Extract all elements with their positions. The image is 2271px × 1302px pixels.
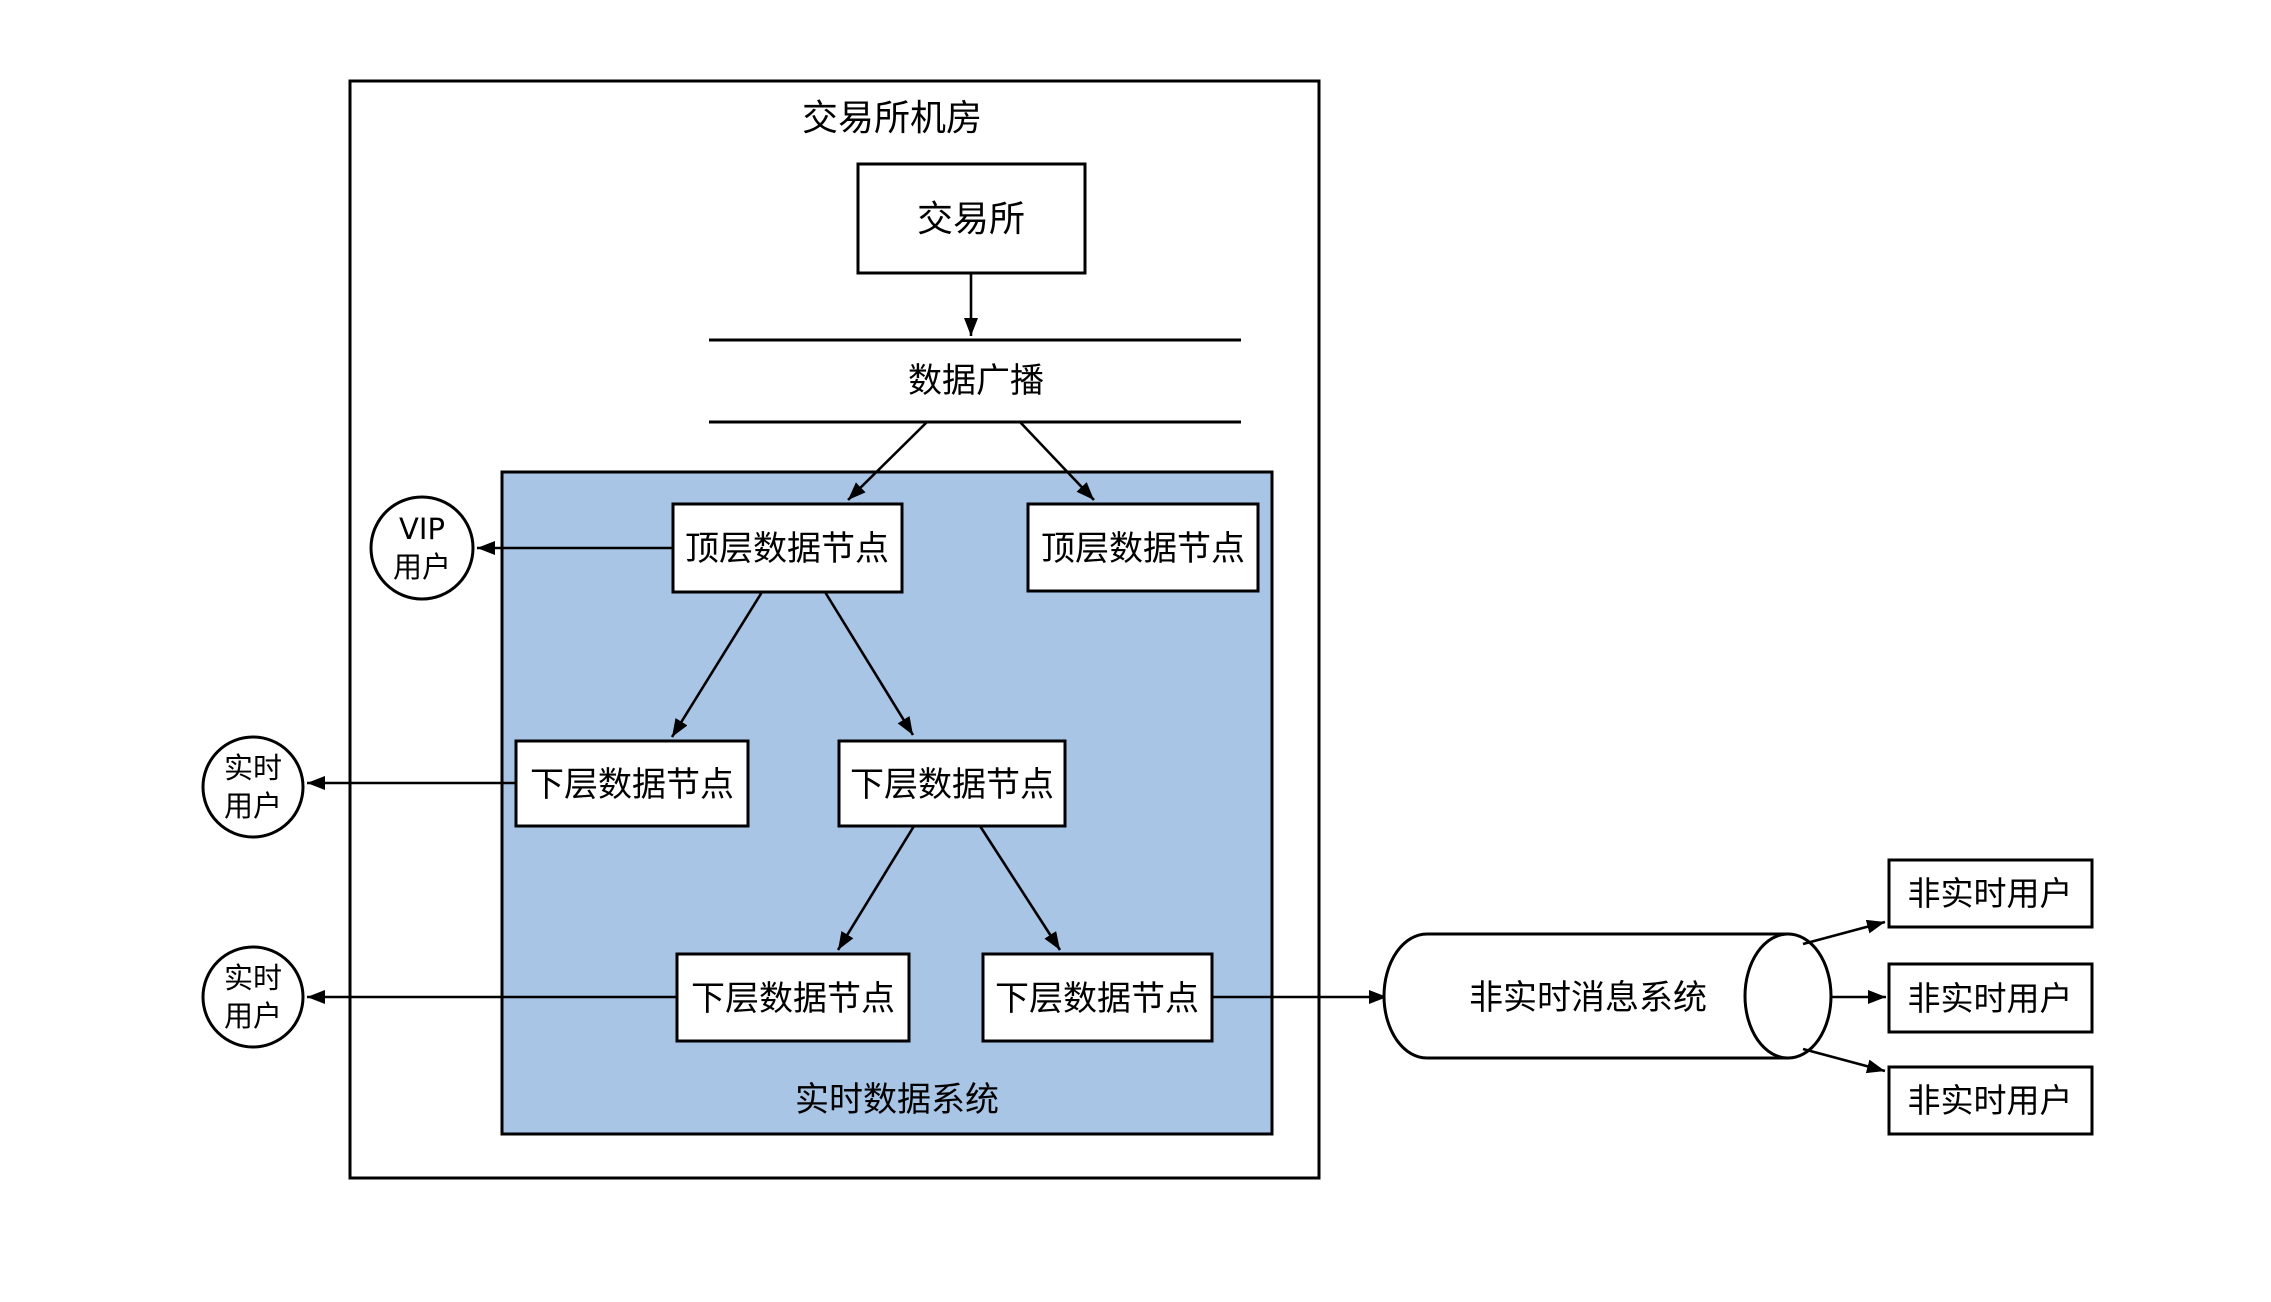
arrow-top-node-1-to-lower-node-2 — [823, 591, 915, 736]
top-node-1-label: 顶层数据节点 — [685, 529, 889, 569]
realtime-system-label: 实时数据系统 — [795, 1080, 999, 1120]
non-realtime-user-3-box — [1887, 1065, 2094, 1136]
realtime-user-2-label-line1: 实时 — [224, 961, 282, 995]
broadcast-group: 数据广播 — [709, 338, 1241, 424]
realtime-user-2-circle — [201, 945, 305, 1049]
lower-node-4: 下层数据节点 — [981, 952, 1214, 1043]
exchange-node: 交易所 — [856, 162, 1087, 275]
top-node-1: 顶层数据节点 — [671, 502, 904, 594]
non-realtime-user-3: 非实时用户 — [1887, 1065, 2094, 1136]
lower-node-4-label: 下层数据节点 — [995, 979, 1199, 1019]
lower-node-1-label: 下层数据节点 — [530, 765, 734, 805]
exchange-label: 交易所 — [917, 199, 1025, 240]
arrow-lower-node-2-to-lower-node-4 — [978, 825, 1062, 951]
message-system-label: 非实时消息系统 — [1469, 978, 1707, 1018]
arrow-lower-node-2-to-lower-node-3 — [836, 825, 916, 951]
non-realtime-user-3-label: 非实时用户 — [1908, 1081, 2073, 1120]
top-node-2-label: 顶层数据节点 — [1041, 529, 1245, 569]
arrow-message-system-to-non-realtime-user-3 — [1802, 1047, 1886, 1074]
realtime-user-1: 实时 用户 — [201, 735, 305, 839]
message-system-cylinder-cap — [1743, 932, 1833, 1060]
non-realtime-user-2: 非实时用户 — [1887, 962, 2094, 1034]
message-system: 非实时消息系统 — [1382, 932, 1833, 1060]
lower-node-2-box — [837, 739, 1067, 828]
arrow-broadcast-to-top-node-1 — [847, 421, 928, 501]
non-realtime-user-1-label: 非实时用户 — [1908, 874, 2073, 913]
lower-node-1: 下层数据节点 — [514, 739, 750, 828]
broadcast-label: 数据广播 — [908, 361, 1044, 401]
top-node-2: 顶层数据节点 — [1026, 502, 1260, 593]
vip-user-label-line2: 用户 — [393, 550, 451, 584]
vip-user: VIP 用户 — [369, 495, 475, 601]
non-realtime-user-2-box — [1887, 962, 2094, 1034]
non-realtime-user-1: 非实时用户 — [1887, 858, 2094, 929]
message-system-cylinder-body — [1382, 932, 1790, 1060]
non-realtime-user-1-box — [1887, 858, 2094, 929]
lower-node-3-box — [675, 952, 911, 1043]
realtime-user-1-label-line2: 用户 — [224, 789, 282, 823]
realtime-user-1-circle — [201, 735, 305, 839]
realtime-user-2: 实时 用户 — [201, 945, 305, 1049]
exchange-room-title: 交易所机房 — [802, 98, 982, 139]
lower-node-2: 下层数据节点 — [837, 739, 1067, 828]
arrow-top-node-1-to-lower-node-1 — [670, 591, 764, 738]
arrow-broadcast-to-top-node-2 — [1019, 421, 1095, 501]
top-node-2-box — [1026, 502, 1260, 593]
exchange-box — [856, 162, 1087, 275]
non-realtime-user-2-label: 非实时用户 — [1908, 979, 2073, 1018]
lower-node-3: 下层数据节点 — [675, 952, 911, 1043]
lower-node-3-label: 下层数据节点 — [691, 979, 895, 1019]
vip-user-circle — [369, 495, 475, 601]
lower-node-2-label: 下层数据节点 — [850, 765, 1054, 805]
realtime-user-2-label-line2: 用户 — [224, 999, 282, 1033]
realtime-user-1-label-line1: 实时 — [224, 751, 282, 785]
vip-user-label-line1: VIP — [399, 512, 445, 546]
arrow-message-system-to-non-realtime-user-1 — [1802, 919, 1886, 946]
